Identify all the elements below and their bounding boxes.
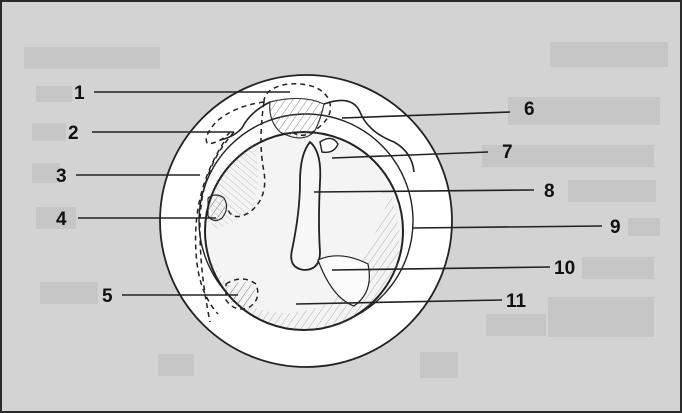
label-8: 8 bbox=[544, 181, 555, 202]
redacted-box bbox=[36, 86, 72, 102]
redacted-box bbox=[568, 180, 656, 202]
label-3: 3 bbox=[56, 166, 67, 187]
redacted-box bbox=[40, 282, 98, 304]
redacted-box bbox=[548, 297, 654, 337]
redacted-box bbox=[486, 314, 546, 336]
redacted-box bbox=[550, 42, 668, 67]
redacted-box bbox=[158, 354, 194, 376]
redacted-box bbox=[24, 47, 160, 69]
label-9: 9 bbox=[610, 217, 621, 238]
label-1: 1 bbox=[74, 83, 85, 104]
label-11: 11 bbox=[506, 291, 527, 312]
redacted-box bbox=[628, 218, 660, 236]
label-6: 6 bbox=[524, 99, 535, 120]
label-2: 2 bbox=[68, 123, 79, 144]
redacted-box bbox=[420, 352, 458, 378]
label-7: 7 bbox=[502, 142, 513, 163]
label-10: 10 bbox=[554, 258, 575, 279]
label-5: 5 bbox=[102, 286, 113, 307]
redacted-box bbox=[582, 257, 654, 279]
label-4: 4 bbox=[56, 209, 67, 230]
redacted-box bbox=[32, 123, 66, 141]
